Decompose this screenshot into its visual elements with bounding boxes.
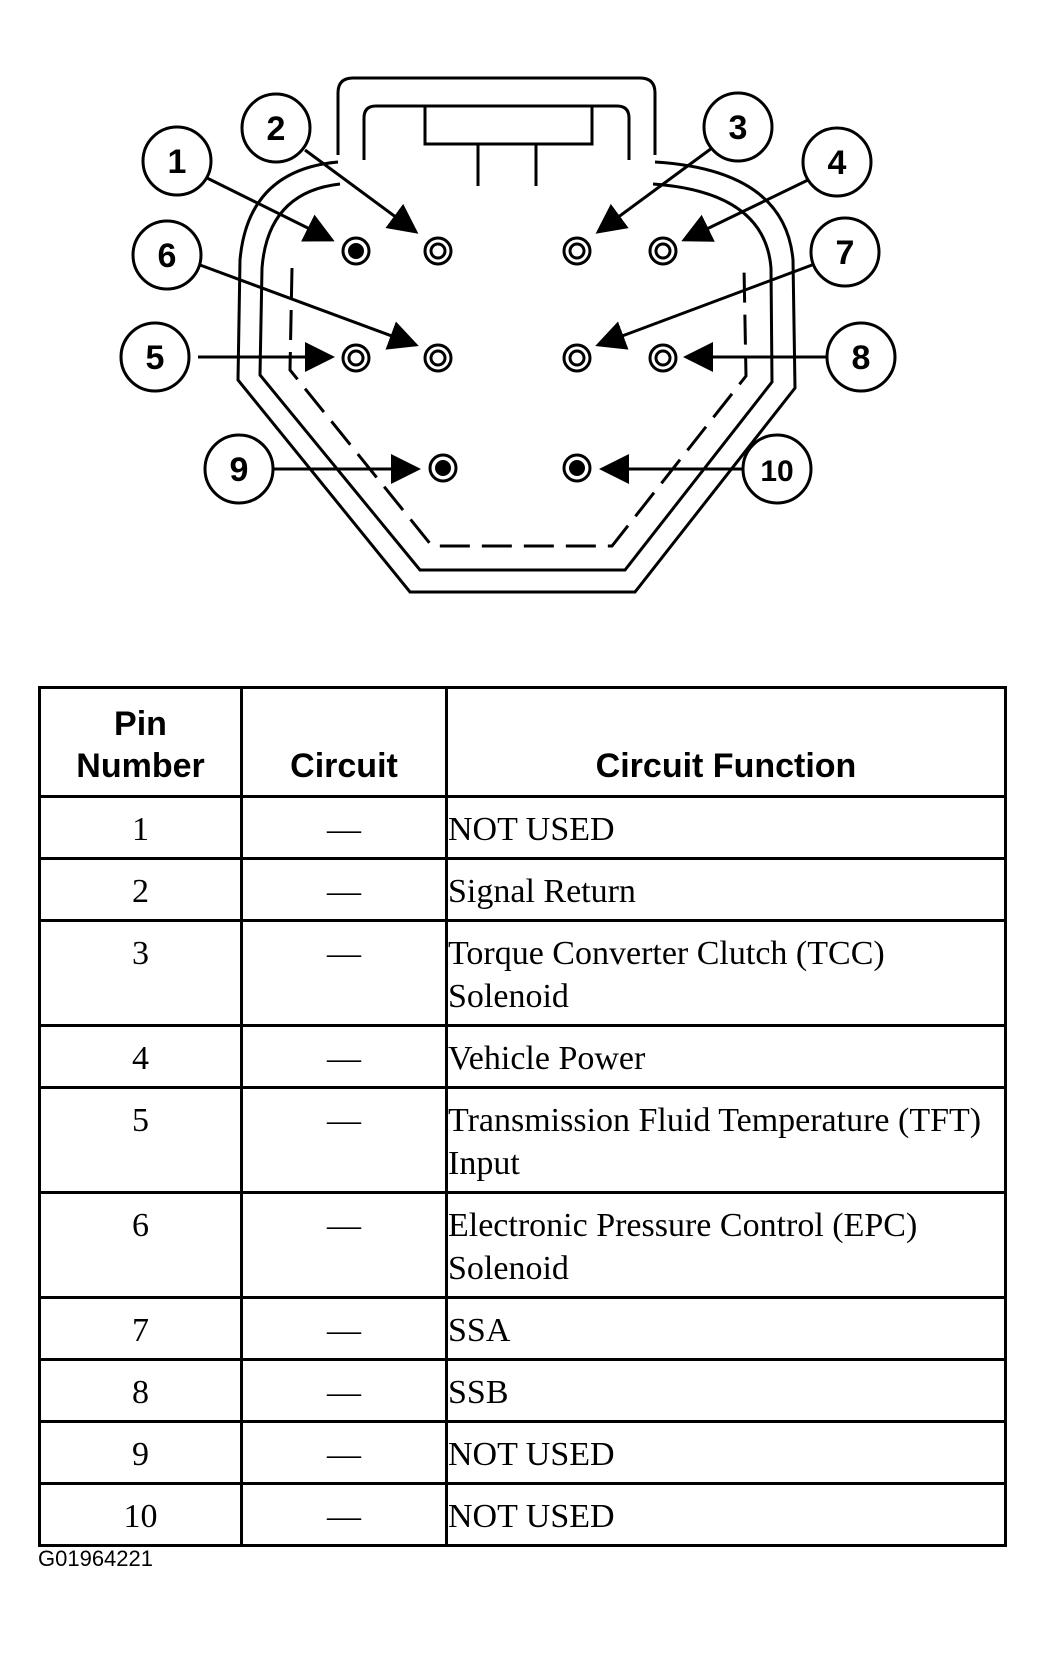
circuit-header: Circuit bbox=[240, 686, 448, 798]
circuit-function-cell: SSB bbox=[445, 1358, 1007, 1423]
callout-2-label: 2 bbox=[267, 110, 286, 148]
callout-2: 2 bbox=[240, 92, 312, 164]
circuit-cell: — bbox=[240, 1086, 448, 1194]
circuit-function-header: Circuit Function bbox=[445, 686, 1007, 798]
connector-housing bbox=[236, 76, 797, 594]
circuit-function-cell: NOT USED bbox=[445, 795, 1007, 860]
callout-9: 9 bbox=[203, 433, 275, 505]
pin-7-cavity bbox=[562, 343, 592, 373]
table-row: 8 — SSB bbox=[38, 1358, 1007, 1423]
callout-3: 3 bbox=[702, 91, 774, 163]
callout-7-label: 7 bbox=[836, 234, 855, 272]
table-row: 2 — Signal Return bbox=[38, 857, 1007, 922]
pin-cavities bbox=[341, 236, 678, 483]
callout-8: 8 bbox=[825, 321, 897, 393]
table-row: 10 — NOT USED bbox=[38, 1482, 1007, 1547]
callout-4: 4 bbox=[801, 126, 873, 198]
circuit-function-cell: SSA bbox=[445, 1296, 1007, 1361]
callout-6: 6 bbox=[131, 219, 203, 291]
pin-number-cell: 8 bbox=[38, 1358, 243, 1423]
callout-3-label: 3 bbox=[729, 109, 748, 147]
pin-number-cell: 7 bbox=[38, 1296, 243, 1361]
pin-number-cell: 3 bbox=[38, 919, 243, 1027]
callout-5: 5 bbox=[119, 321, 191, 393]
pin-9-cavity bbox=[428, 453, 458, 483]
table-row: 7 — SSA bbox=[38, 1296, 1007, 1361]
pin-number-cell: 4 bbox=[38, 1024, 243, 1089]
circuit-function-cell: NOT USED bbox=[445, 1420, 1007, 1485]
pin-number-header-line1: Pin bbox=[114, 705, 167, 743]
circuit-cell: — bbox=[240, 1358, 448, 1423]
callout-7: 7 bbox=[809, 216, 881, 288]
circuit-function-cell: Signal Return bbox=[445, 857, 1007, 922]
circuit-cell: — bbox=[240, 857, 448, 922]
circuit-cell: — bbox=[240, 1191, 448, 1299]
pin-1-cavity bbox=[341, 236, 371, 266]
table-row: 3 — Torque Converter Clutch (TCC) Soleno… bbox=[38, 919, 1007, 1027]
callout-9-label: 9 bbox=[230, 451, 249, 489]
callout-6-label: 6 bbox=[158, 237, 177, 275]
pin-6-cavity bbox=[423, 343, 453, 373]
circuit-function-cell: NOT USED bbox=[445, 1482, 1007, 1547]
table-row: 5 — Transmission Fluid Temperature (TFT)… bbox=[38, 1086, 1007, 1194]
callout-10: 10 bbox=[741, 433, 813, 505]
pin-number-cell: 5 bbox=[38, 1086, 243, 1194]
figure-id: G01964221 bbox=[38, 1546, 153, 1571]
circuit-function-cell: Torque Converter Clutch (TCC) Solenoid bbox=[445, 919, 1007, 1027]
pin-8-cavity bbox=[648, 343, 678, 373]
connector-diagram: 1 2 3 4 5 6 7 8 9 10 bbox=[119, 76, 897, 594]
circuit-cell: — bbox=[240, 1482, 448, 1547]
callout-1-label: 1 bbox=[168, 143, 187, 181]
table-row: 9 — NOT USED bbox=[38, 1420, 1007, 1485]
circuit-function-cell: Vehicle Power bbox=[445, 1024, 1007, 1089]
pin-number-cell: 6 bbox=[38, 1191, 243, 1299]
pin-number-cell: 9 bbox=[38, 1420, 243, 1485]
table-row: 4 — Vehicle Power bbox=[38, 1024, 1007, 1089]
callout-10-label: 10 bbox=[760, 455, 793, 488]
circuit-cell: — bbox=[240, 1024, 448, 1089]
pin-4-cavity bbox=[648, 236, 678, 266]
table-row: 1 — NOT USED bbox=[38, 795, 1007, 860]
pin-5-cavity bbox=[341, 343, 371, 373]
pin-number-cell: 10 bbox=[38, 1482, 243, 1547]
leader-lines bbox=[198, 146, 828, 484]
pin-number-cell: 1 bbox=[38, 795, 243, 860]
circuit-function-cell: Electronic Pressure Control (EPC) Soleno… bbox=[445, 1191, 1007, 1299]
callout-4-label: 4 bbox=[828, 144, 847, 182]
pin-number-header-line2: Number bbox=[76, 747, 205, 785]
table-row: 6 — Electronic Pressure Control (EPC) So… bbox=[38, 1191, 1007, 1299]
pin-2-cavity bbox=[423, 236, 453, 266]
pin-3-cavity bbox=[562, 236, 592, 266]
circuit-function-cell: Transmission Fluid Temperature (TFT) Inp… bbox=[445, 1086, 1007, 1194]
circuit-cell: — bbox=[240, 795, 448, 860]
callout-8-label: 8 bbox=[852, 339, 871, 377]
callout-1: 1 bbox=[141, 125, 213, 197]
circuit-cell: — bbox=[240, 919, 448, 1027]
pin-10-cavity bbox=[562, 453, 592, 483]
pin-number-cell: 2 bbox=[38, 857, 243, 922]
circuit-cell: — bbox=[240, 1296, 448, 1361]
callout-5-label: 5 bbox=[146, 339, 165, 377]
circuit-cell: — bbox=[240, 1420, 448, 1485]
